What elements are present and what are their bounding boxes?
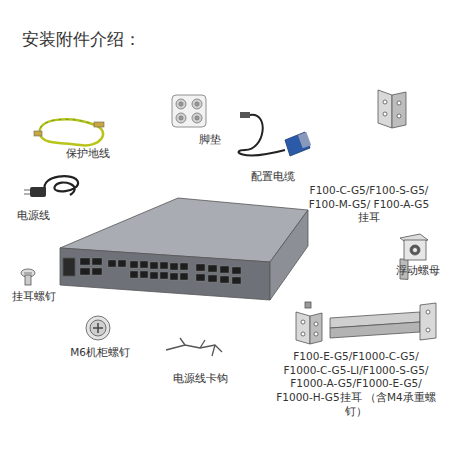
ground-wire bbox=[34, 119, 104, 145]
console-cable bbox=[238, 112, 311, 156]
part-label: 配置电缆 bbox=[238, 170, 308, 184]
part-label: 脚垫 bbox=[190, 133, 230, 147]
m6-cabinet-screw bbox=[86, 316, 110, 340]
page-title: 安装附件介绍： bbox=[22, 28, 141, 50]
part-label: F100-C-G5/F100-S-G5/ F100-M-G5/ F100-A-G… bbox=[306, 184, 432, 225]
part-label: 挂耳螺钉 bbox=[4, 290, 64, 304]
power-cord-hook bbox=[166, 338, 222, 356]
part-label: 浮动螺母 bbox=[390, 264, 446, 278]
firewall-device bbox=[60, 198, 308, 300]
bracket-screw bbox=[21, 269, 35, 285]
large-mounting-brackets bbox=[296, 302, 436, 344]
small-mounting-bracket bbox=[378, 90, 406, 128]
part-label: M6机柜螺钉 bbox=[60, 346, 140, 360]
part-label: 电源线卡钩 bbox=[160, 372, 240, 386]
power-cord bbox=[24, 176, 78, 197]
part-label: F100-E-G5/F1000-C-G5/ F1000-C-G5-LI/F100… bbox=[276, 350, 436, 418]
part-label: 保护地线 bbox=[56, 147, 120, 161]
part-label: 电源线 bbox=[8, 209, 58, 223]
rubber-feet bbox=[172, 95, 206, 127]
